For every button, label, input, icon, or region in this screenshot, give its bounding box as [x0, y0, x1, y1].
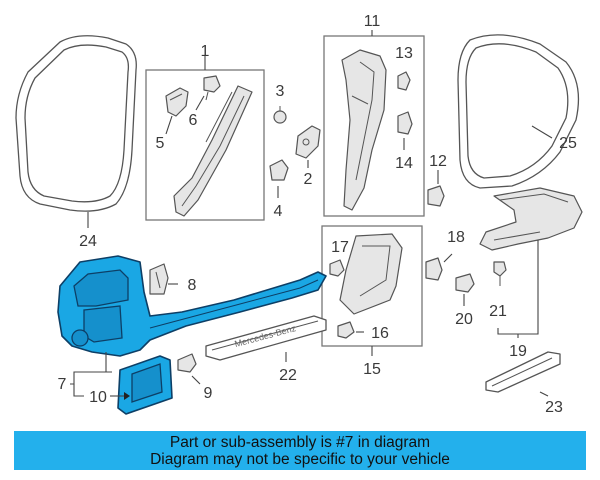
part-19-rear-trim [479, 187, 583, 251]
part-3-clip [273, 106, 287, 124]
part-1-a-pillar-trim [173, 85, 253, 217]
callout-14: 14 [395, 155, 413, 172]
part-6-clip [203, 75, 221, 101]
callout-11: 11 [364, 13, 381, 30]
part-25-weatherstrip [457, 34, 580, 189]
callout-24: 24 [79, 233, 97, 250]
callout-4: 4 [274, 203, 283, 220]
callout-9: 9 [204, 385, 213, 402]
part-20-clip [455, 273, 475, 293]
banner-line-1: Part or sub-assembly is #7 in diagram [169, 434, 431, 451]
callout-3: 3 [276, 83, 285, 100]
callout-2: 2 [304, 171, 313, 188]
arrow-head-10 [124, 392, 130, 400]
part-21-clip [493, 261, 507, 286]
callout-20: 20 [455, 311, 473, 328]
banner-line-2: Diagram may not be specific to your vehi… [150, 451, 450, 468]
callout-13: 13 [395, 45, 413, 62]
part-8-bracket [149, 263, 169, 295]
callout-15: 15 [363, 361, 381, 378]
callout-16: 16 [371, 325, 389, 342]
part-11-b-pillar-trim [341, 49, 387, 211]
callout-5: 5 [156, 135, 165, 152]
part-23-sill-plate [485, 351, 561, 393]
callout-18: 18 [447, 229, 465, 246]
group-box-b-pillar [323, 35, 425, 217]
part-15-trim [339, 233, 403, 315]
callout-1: 1 [201, 43, 210, 60]
part-5-clip [165, 87, 189, 117]
part-4-clip [269, 159, 289, 181]
part-9-clip [177, 353, 197, 373]
part-18-clip [425, 257, 443, 281]
part-22-sill-plate: Mercedes-Benz [205, 315, 327, 361]
info-banner: Part or sub-assembly is #7 in diagram Di… [14, 431, 586, 470]
part-13-clip [397, 71, 411, 91]
part-17-clip [329, 259, 345, 277]
part-14-clip [397, 111, 413, 135]
callout-25: 25 [559, 135, 577, 152]
callout-17: 17 [331, 239, 349, 256]
part-24-weatherstrip [15, 35, 137, 212]
callout-23: 23 [545, 399, 563, 416]
part-12-clip [427, 185, 445, 207]
part-16-clip [337, 321, 355, 339]
callout-22: 22 [279, 367, 297, 384]
part-2-bracket [295, 125, 321, 159]
callout-7: 7 [58, 376, 67, 393]
callout-21: 21 [489, 303, 507, 320]
callout-12: 12 [429, 153, 447, 170]
callout-10: 10 [89, 389, 107, 406]
part-7-sill-trim-assembly [57, 255, 327, 357]
callout-8: 8 [188, 277, 197, 294]
part-10-panel [117, 355, 173, 415]
callout-19: 19 [509, 343, 527, 360]
callout-6: 6 [189, 112, 198, 129]
